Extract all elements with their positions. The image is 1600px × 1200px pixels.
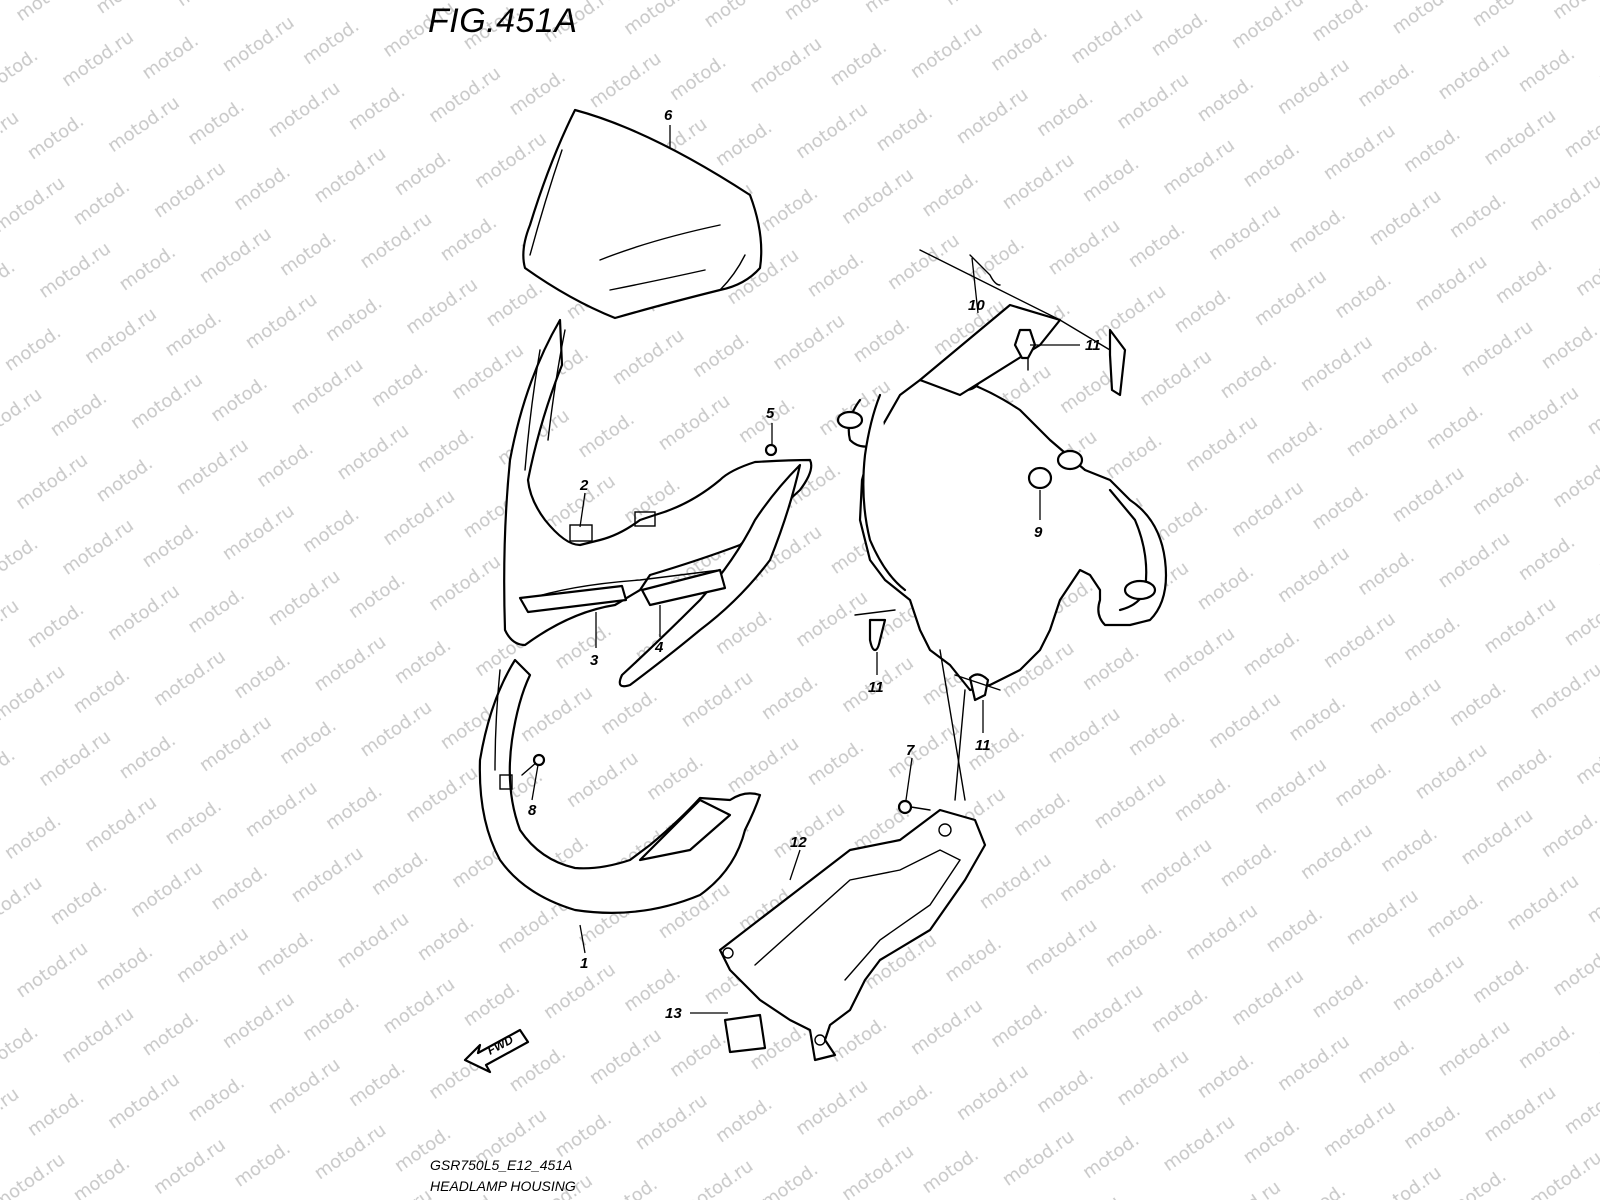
callout-2: 2 (579, 477, 589, 494)
callout-10: 10 (968, 297, 985, 314)
part-2-upper-cowl (503, 318, 813, 647)
part-frame-bracket (836, 249, 1168, 692)
part-5-clip (764, 443, 778, 457)
figure-code: GSR750L5_E12_451A (430, 1157, 573, 1173)
part-12-lower-bracket (718, 649, 987, 1062)
part-11-rivet-left (854, 609, 896, 652)
callout-11-top: 11 (1085, 337, 1101, 354)
part-10-wire (969, 254, 1001, 286)
part-1-lower-cowl (478, 658, 762, 914)
part-13-pad (723, 1013, 767, 1054)
callout-leaders (531, 125, 1080, 1014)
callout-13: 13 (665, 1005, 682, 1022)
callout-3: 3 (590, 652, 599, 669)
part-11-bolt-top (1013, 328, 1037, 371)
callout-5: 5 (766, 405, 775, 422)
callout-6: 6 (664, 107, 673, 124)
figure-name: HEADLAMP HOUSING (430, 1178, 576, 1194)
callout-11-right: 11 (975, 737, 991, 754)
fwd-arrow-icon: FWD (463, 1028, 530, 1074)
figure-title: FIG.451A (428, 2, 578, 40)
callout-7: 7 (906, 742, 915, 759)
callout-1: 1 (580, 955, 588, 972)
part-9-grommet (1027, 466, 1053, 490)
callout-11-left: 11 (868, 679, 884, 696)
callout-9: 9 (1034, 524, 1043, 541)
part-6-windscreen (522, 108, 763, 320)
part-11-rivet-right (954, 673, 1001, 702)
part-8-screw (521, 753, 546, 776)
callout-8: 8 (528, 802, 537, 819)
part-7-bolt (897, 799, 931, 815)
callout-12: 12 (790, 834, 807, 851)
part-4-side-panel (518, 463, 802, 688)
callout-4: 4 (654, 639, 664, 656)
